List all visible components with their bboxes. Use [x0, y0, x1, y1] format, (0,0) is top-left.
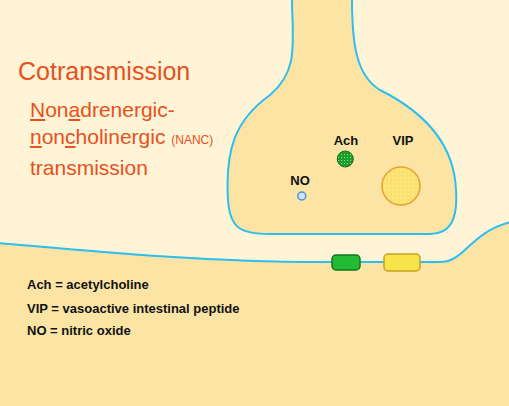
abbreviation-key: Ach = acetylcholine	[27, 277, 149, 293]
abbreviation-key: VIP = vasoactive intestinal peptide	[27, 301, 240, 317]
nitric-oxide-molecule: NO	[288, 173, 312, 202]
vesicle	[298, 192, 306, 200]
vesicle-label: NO	[290, 173, 310, 188]
vesicle-label: Ach	[334, 133, 359, 148]
acetylcholine-vesicle: Ach	[332, 133, 361, 169]
vesicle	[337, 151, 353, 167]
nerve-terminal	[227, 0, 456, 234]
postsynaptic-membrane	[0, 222, 509, 406]
vip-vesicle: VIP	[380, 133, 422, 207]
vesicle	[382, 167, 420, 205]
vesicle-label: VIP	[393, 133, 414, 148]
title: Cotransmission	[18, 57, 190, 86]
postsynaptic-cell: Ach = acetylcholineVIP = vasoactive inte…	[0, 215, 509, 406]
subtitle: Nonadrenergic- noncholinergic (NANC) tra…	[30, 96, 230, 181]
abbreviation-key: NO = nitric oxide	[27, 323, 131, 339]
